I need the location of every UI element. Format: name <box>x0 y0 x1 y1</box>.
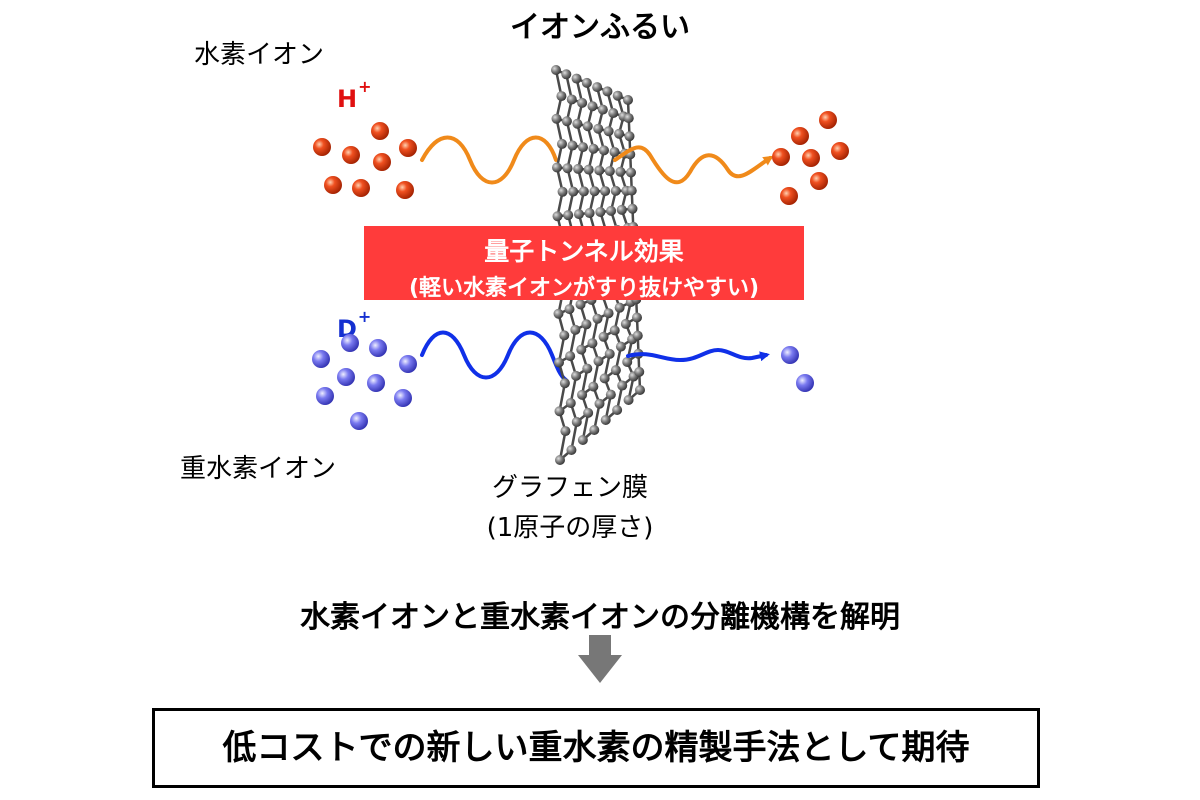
deuterium-ions-right <box>781 346 814 392</box>
deuterium-ion-label: 重水素イオン <box>180 454 337 484</box>
graphene-label-line2: (1原子の厚さ) <box>486 513 654 543</box>
hydrogen-wave-incoming <box>420 135 558 185</box>
hydrogen-symbol-letter: H <box>337 85 358 113</box>
deuterium-wave-outgoing <box>626 347 770 363</box>
quantum-tunneling-title: 量子トンネル効果 <box>484 237 684 266</box>
graphene-label: グラフェン膜 (1原子の厚さ) <box>420 468 720 548</box>
hydrogen-symbol: H+ <box>337 77 372 113</box>
diagram-title: イオンふるい <box>510 10 690 45</box>
hydrogen-ion-label: 水素イオン <box>194 40 325 70</box>
quantum-tunneling-note: (軽い水素イオンがすり抜けやすい) <box>408 276 760 301</box>
quantum-tunneling-box: 量子トンネル効果 (軽い水素イオンがすり抜けやすい) <box>364 226 804 301</box>
expected-result-box: 低コストでの新しい重水素の精製手法として期待 <box>152 708 1040 788</box>
down-arrow-icon <box>578 635 622 683</box>
hydrogen-wave-outgoing <box>613 145 774 185</box>
conclusion-text: 水素イオンと重水素イオンの分離機構を解明 <box>300 600 900 635</box>
hydrogen-charge: + <box>358 77 372 96</box>
deuterium-charge: + <box>357 307 372 326</box>
deuterium-ions-left <box>312 334 417 430</box>
hydrogen-ions-left <box>313 122 417 199</box>
graphene-label-line1: グラフェン膜 <box>491 473 648 503</box>
hydrogen-ions-right <box>772 111 849 205</box>
deuterium-wave-incoming <box>420 330 568 382</box>
